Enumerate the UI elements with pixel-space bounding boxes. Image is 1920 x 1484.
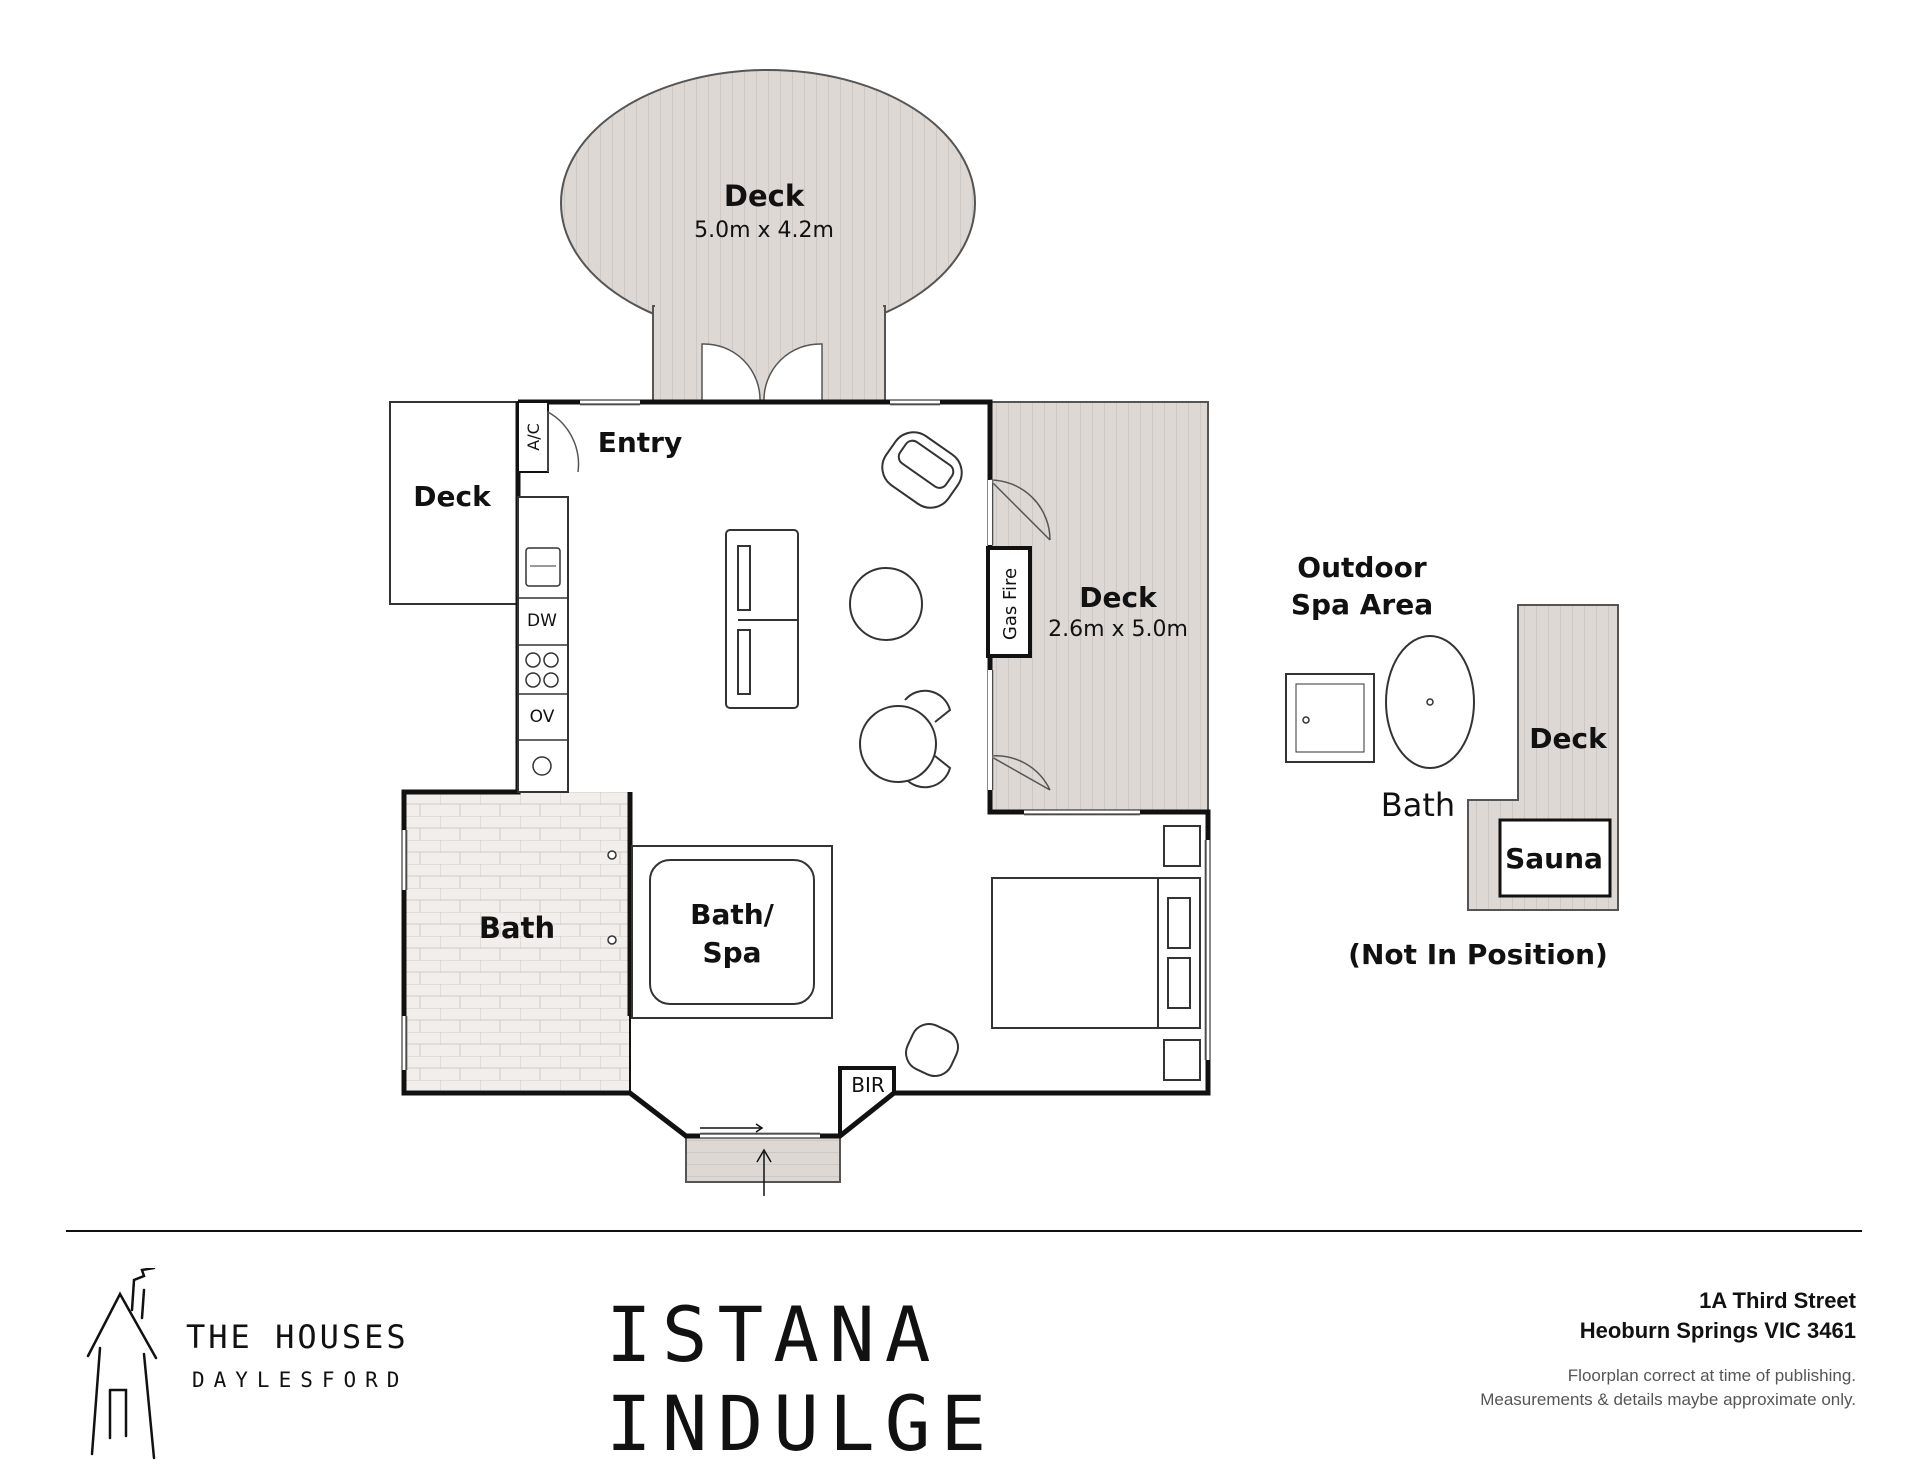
- bir-closet: BIR: [838, 1066, 896, 1136]
- outdoor-shower-icon: [1285, 673, 1375, 763]
- gas-fire-icon: Gas Fire: [986, 546, 1032, 658]
- dw-label: DW: [527, 611, 557, 631]
- address-line-1: 1A Third Street: [1699, 1288, 1856, 1313]
- deck-doors: [989, 479, 1051, 791]
- deck-left: Deck: [389, 401, 519, 605]
- tap-icon: [607, 935, 617, 945]
- brand-line-2: DAYLESFORD: [192, 1368, 409, 1392]
- bir-label: BIR: [851, 1073, 885, 1097]
- deck-left-label: Deck: [413, 480, 492, 513]
- deck-top-dims: 5.0m x 4.2m: [694, 218, 834, 243]
- deck-right-dims: 2.6m x 5.0m: [1048, 617, 1188, 642]
- bath-spa-label-1: Bath/: [690, 898, 775, 931]
- washer-icon: [532, 756, 552, 776]
- disclaimer-line-2: Measurements & details maybe approximate…: [1480, 1390, 1856, 1409]
- front-step-deck: [685, 1135, 841, 1183]
- address-block: 1A Third Street Heoburn Springs VIC 3461: [1580, 1286, 1856, 1346]
- bathroom-tiles: [404, 792, 630, 1090]
- bedroom-chair-icon: [905, 1023, 959, 1077]
- disclaimer-line-1: Floorplan correct at time of publishing.: [1567, 1366, 1856, 1385]
- bed-icon: [991, 825, 1201, 1081]
- sofa-icon: [725, 529, 799, 709]
- brand-line-1: THE HOUSES: [186, 1318, 409, 1356]
- bath-spa-label-2: Spa: [702, 936, 761, 969]
- sauna-label: Sauna: [1505, 842, 1603, 875]
- tap-icon: [607, 850, 617, 860]
- outdoor-spa-title-1: Outdoor: [1297, 551, 1427, 584]
- armchair-icon: [881, 431, 963, 509]
- disclaimer-block: Floorplan correct at time of publishing.…: [1480, 1364, 1856, 1412]
- footer-divider: [66, 1230, 1862, 1232]
- ov-label: OV: [530, 707, 555, 727]
- deck-top: Deck 5.0m x 4.2m: [560, 69, 976, 403]
- outdoor-deck-label: Deck: [1529, 722, 1608, 755]
- ac-label: A/C: [524, 423, 543, 451]
- logo-house-icon: [86, 1268, 158, 1460]
- outdoor-bath-label: Bath: [1381, 786, 1455, 824]
- outdoor-deck: Deck Sauna: [1467, 604, 1619, 911]
- ac-unit: A/C: [517, 401, 580, 473]
- deck-right-label: Deck: [1079, 581, 1158, 614]
- deck-top-label: Deck: [724, 179, 805, 213]
- not-in-position-note: (Not In Position): [1348, 938, 1608, 971]
- bath-spa-tub: Bath/ Spa: [631, 845, 833, 1019]
- sauna-box: [1498, 818, 1612, 898]
- dining-table-icon: [859, 689, 952, 789]
- entrance-arrow-icon: [700, 1123, 772, 1196]
- address-line-2: Heoburn Springs VIC 3461: [1579, 1318, 1856, 1343]
- sink-icon: [525, 547, 561, 587]
- property-name: ISTANA INDULGE: [606, 1290, 997, 1468]
- outdoor-spa-title-2: Spa Area: [1291, 588, 1433, 621]
- coffee-table-icon: [849, 567, 923, 641]
- kitchen-bench: DW OV: [517, 496, 569, 793]
- floor-plan: Deck 5.0m x 4.2m Deck Deck 2.6m x 5.0m: [389, 69, 1619, 1196]
- outdoor-bath-icon: [1385, 635, 1475, 769]
- bath-label: Bath: [479, 911, 555, 945]
- entry-label: Entry: [598, 426, 683, 459]
- gas-fire-label: Gas Fire: [1000, 568, 1021, 640]
- cooktop-icon: [525, 652, 559, 688]
